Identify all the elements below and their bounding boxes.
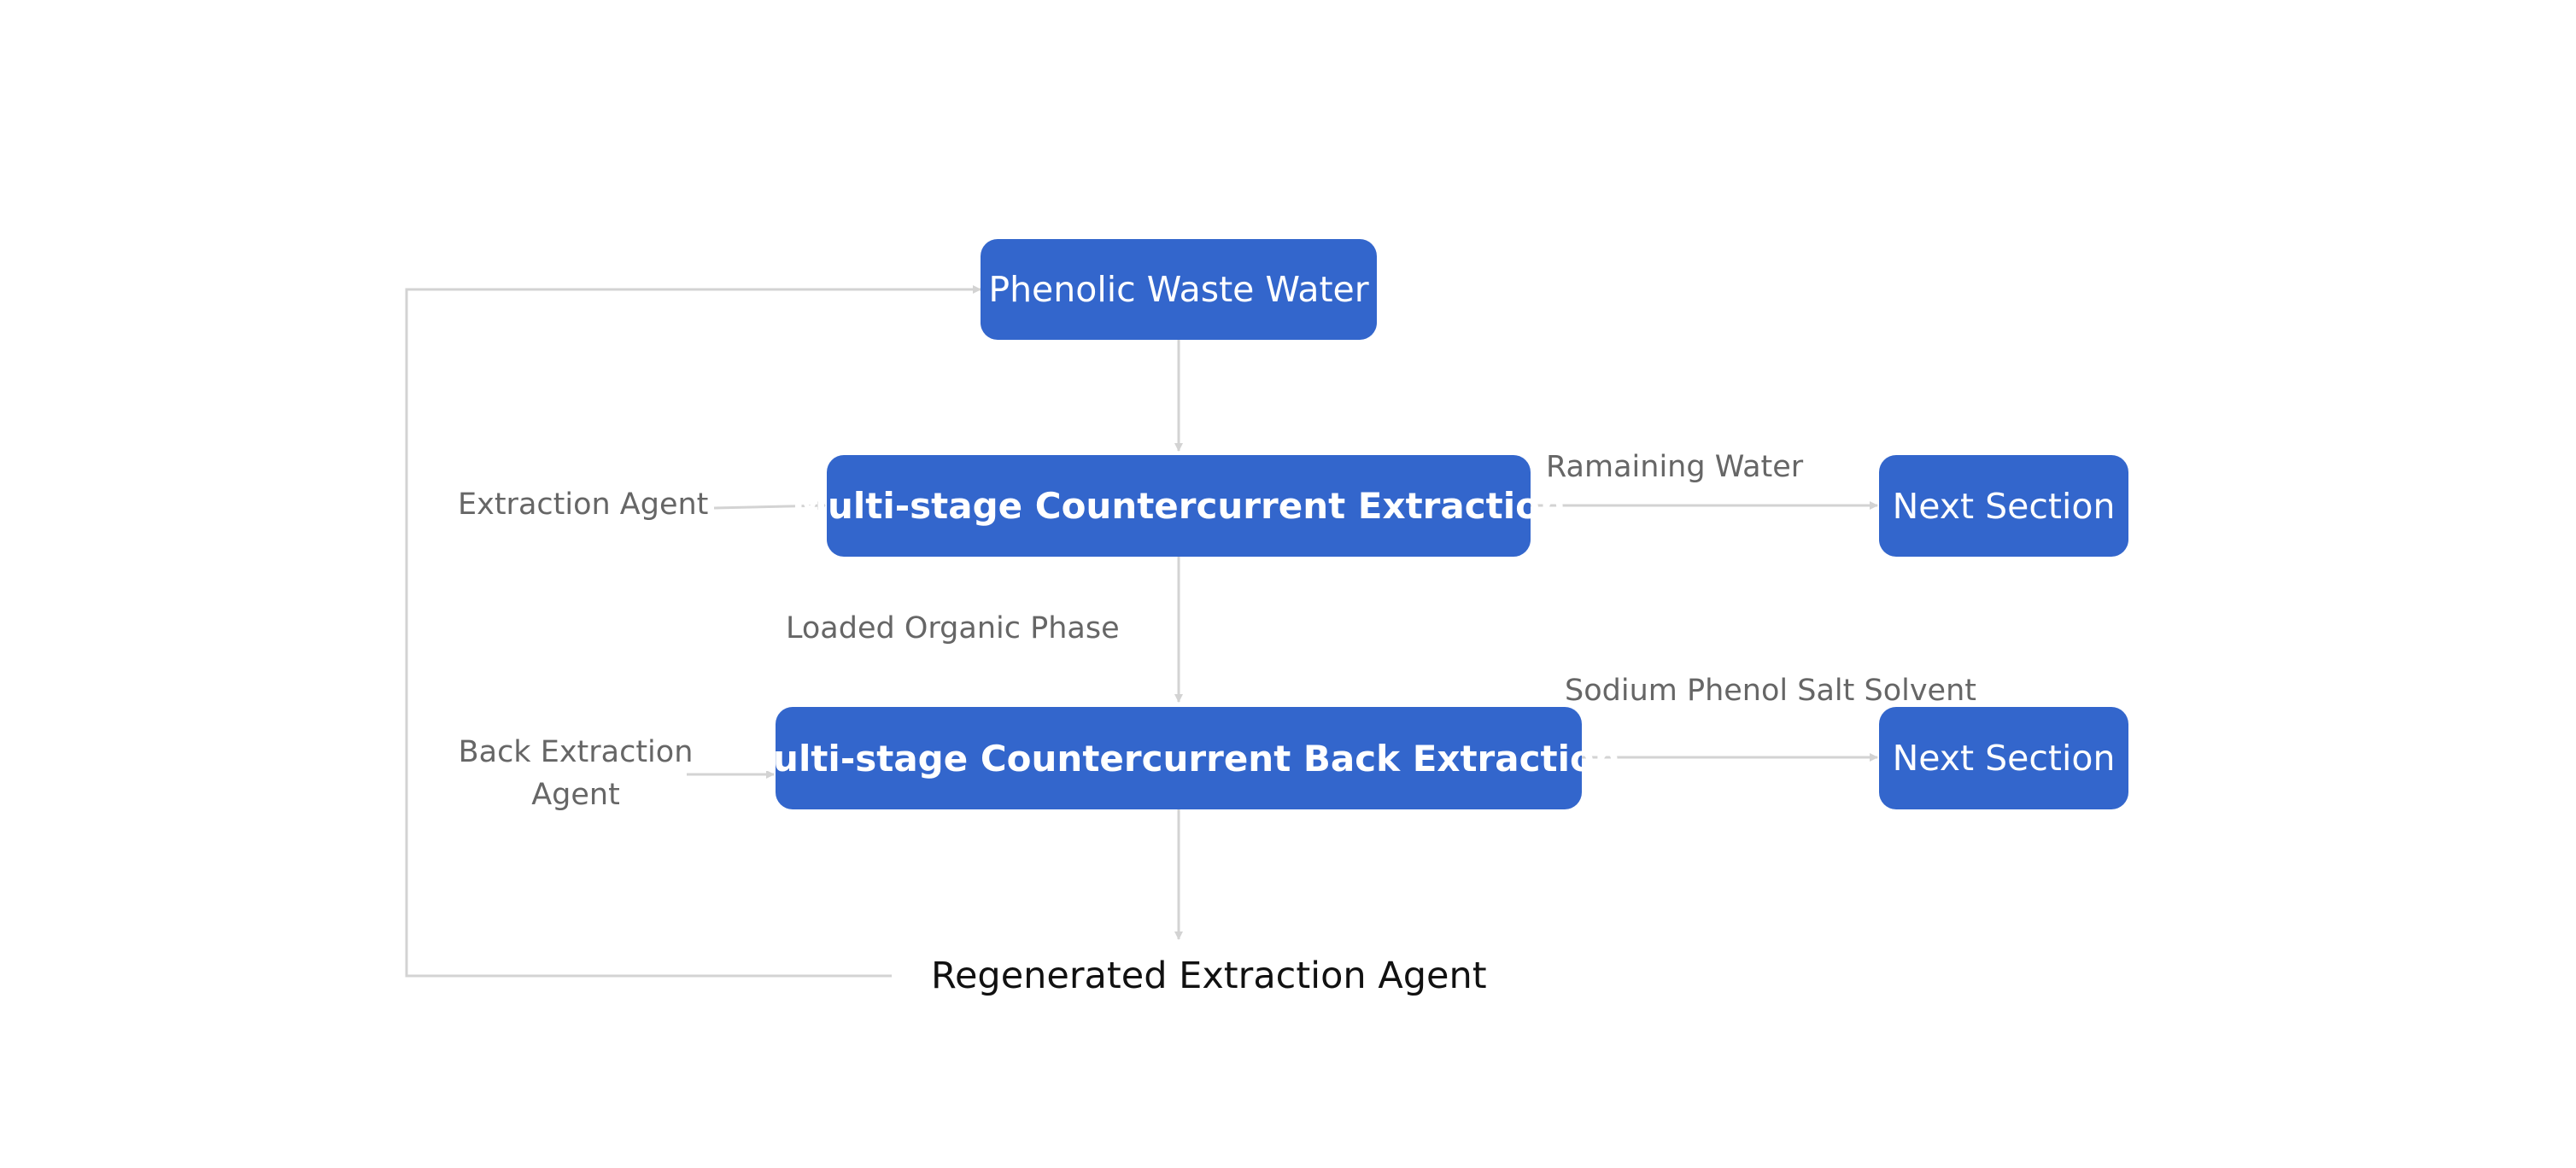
label-sodium-phenol-salt-solvent: Sodium Phenol Salt Solvent <box>1565 674 1976 708</box>
node-next-section-1: Next Section <box>1879 455 2128 557</box>
edge-regenerated-agent-recycle-loop <box>405 285 981 978</box>
node-multi-stage-back-extraction: Multi-stage Countercurrent Back Extracti… <box>737 707 1620 809</box>
node-phenolic-waste-water: Phenolic Waste Water <box>981 239 1377 340</box>
label-back-extraction-agent-line2: Agent <box>531 778 620 812</box>
label-back-extraction-agent: Back Extraction Agent <box>448 731 704 816</box>
label-regenerated-extraction-agent: Regenerated Extraction Agent <box>931 955 1487 997</box>
label-back-extraction-agent-line1: Back Extraction <box>458 735 694 769</box>
label-remaining-water: Ramaining Water <box>1546 450 1804 484</box>
node-next-section-2: Next Section <box>1879 707 2128 809</box>
label-extraction-agent: Extraction Agent <box>458 488 709 522</box>
node-multi-stage-extraction: Multi-stage Countercurrent Extraction <box>792 455 1566 557</box>
label-loaded-organic-phase: Loaded Organic Phase <box>786 611 1120 645</box>
edge-extraction-agent-to-extraction <box>713 501 826 511</box>
